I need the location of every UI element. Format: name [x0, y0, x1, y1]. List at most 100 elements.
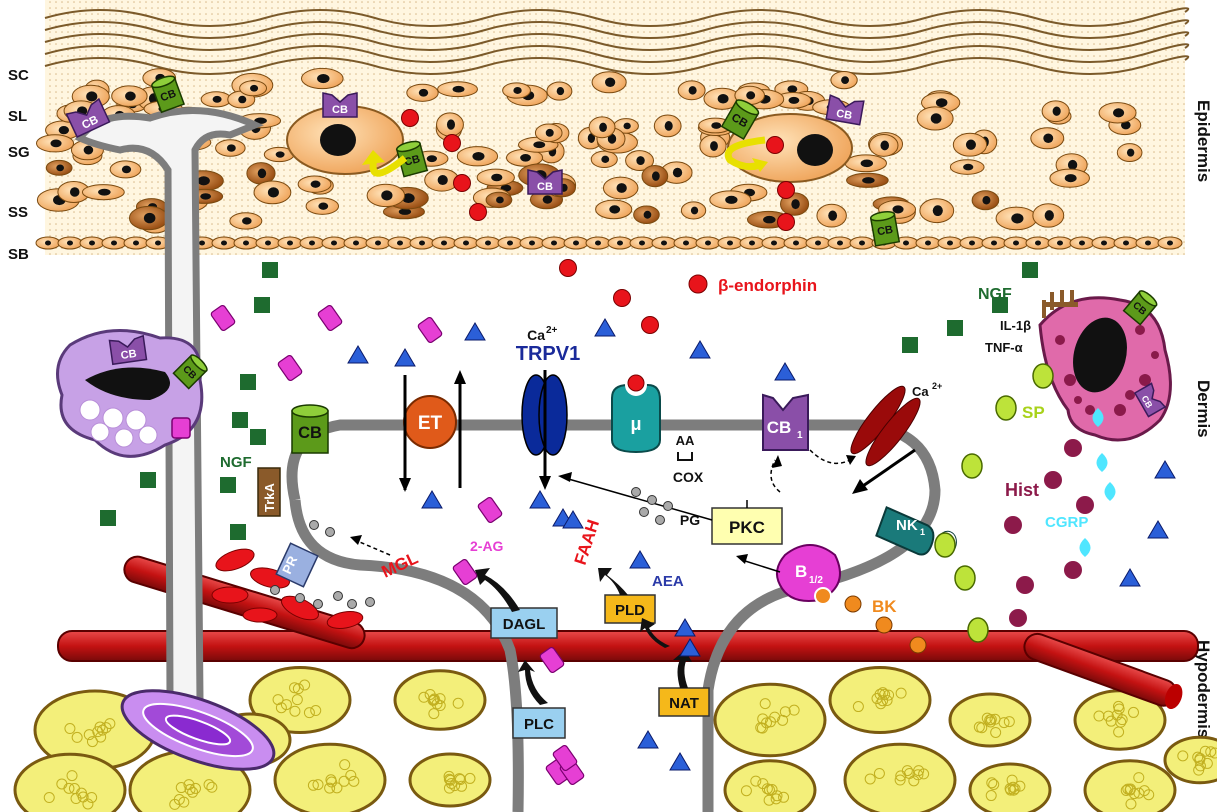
- basal-cell: [586, 237, 610, 249]
- histamine-molecule: [1064, 439, 1082, 457]
- cgrp-label: CGRP: [1045, 514, 1088, 531]
- basal-cell: [806, 237, 830, 249]
- keratinocyte: [254, 181, 291, 204]
- adipocyte: [1165, 737, 1217, 783]
- keratinocyte: [1050, 169, 1090, 187]
- il1b-label: IL-1β: [1000, 318, 1031, 333]
- beta-endorphin-molecule: [454, 175, 471, 192]
- two-ag-molecule: [417, 316, 443, 343]
- keratinocyte: [634, 206, 660, 224]
- anandamide-molecule: [675, 619, 695, 636]
- bradykinin-molecule: [910, 637, 926, 653]
- adipocyte: [1085, 761, 1175, 812]
- basal-cell: [564, 237, 588, 249]
- basal-cell: [938, 237, 962, 249]
- ngf-molecule: [140, 472, 156, 488]
- basal-cell: [234, 237, 258, 249]
- basal-cell: [1092, 237, 1116, 249]
- keratinocyte: [678, 81, 705, 100]
- nk1-sub: 1: [920, 527, 925, 537]
- basal-cell: [762, 237, 786, 249]
- adipocyte: [830, 668, 930, 733]
- prostaglandin-molecule: [314, 600, 323, 609]
- keratinocyte: [831, 71, 857, 88]
- keratinocyte: [438, 82, 478, 97]
- cb2-text: CB: [298, 424, 322, 442]
- keratinocyte: [710, 191, 751, 209]
- basal-cell: [916, 237, 940, 249]
- basal-cell: [212, 237, 236, 249]
- substance-p-molecule: [1033, 364, 1053, 388]
- keratinocyte: [82, 185, 124, 200]
- keratinocyte: [535, 124, 562, 142]
- cb2-receptor: CB: [870, 210, 899, 246]
- keratinocyte: [547, 82, 572, 100]
- basal-cell: [366, 237, 390, 249]
- trpv1-ca-sup: 2+: [546, 325, 558, 336]
- prostaglandin-molecule: [632, 488, 641, 497]
- ngf-molecule: [232, 412, 248, 428]
- trka-label: TrkA: [262, 482, 277, 512]
- substance-p-molecule: [968, 618, 988, 642]
- keratinocyte: [201, 92, 231, 107]
- prostaglandin-molecule: [640, 508, 649, 517]
- cb1-text: CB: [332, 104, 348, 116]
- cb1-neuron-label: CB: [767, 418, 792, 437]
- plc-label: PLC: [524, 716, 554, 733]
- nk1-label: NK: [896, 517, 918, 534]
- keratinocyte: [129, 206, 167, 229]
- sp-label: SP: [1022, 403, 1045, 422]
- pld-box: PLD: [605, 595, 655, 623]
- ngf-molecule: [100, 510, 116, 526]
- keratinocyte: [953, 133, 986, 156]
- keratinocyte: [1042, 101, 1069, 122]
- basal-cell: [124, 237, 148, 249]
- dagl-label: DAGL: [503, 616, 546, 633]
- basal-cell: [410, 237, 434, 249]
- pld-label: PLD: [615, 602, 645, 619]
- bradykinin-molecule: [876, 617, 892, 633]
- adipocyte: [845, 744, 955, 812]
- anandamide-molecule: [630, 551, 650, 568]
- basal-cell: [1070, 237, 1094, 249]
- keratinocyte: [996, 207, 1037, 230]
- beta-endorphin-molecule: [614, 290, 631, 307]
- keratinocyte: [920, 199, 954, 223]
- basal-cell: [630, 237, 654, 249]
- basal-cell: [102, 237, 126, 249]
- keratinocyte: [950, 160, 984, 175]
- adipocyte: [15, 754, 125, 812]
- ngf-molecule: [1022, 262, 1038, 278]
- keratinocyte: [845, 155, 886, 172]
- keratinocyte: [592, 72, 626, 93]
- keratinocyte: [230, 213, 262, 229]
- anandamide-molecule: [348, 346, 368, 363]
- ngf-molecule: [220, 477, 236, 493]
- adipocyte: [715, 684, 825, 756]
- cox-label: COX: [673, 469, 704, 485]
- anandamide-molecule: [422, 491, 442, 508]
- anandamide-molecule: [1120, 569, 1140, 586]
- basal-cell: [498, 237, 522, 249]
- keratinocyte: [642, 165, 668, 186]
- adipocyte: [970, 764, 1050, 812]
- b12-label: B: [795, 562, 807, 581]
- basal-cell: [982, 237, 1006, 249]
- prostaglandin-molecule: [296, 594, 305, 603]
- beta-endorphin-label: β-endorphin: [718, 276, 817, 295]
- basal-cell: [740, 237, 764, 249]
- keratinocyte: [917, 107, 953, 130]
- keratinocyte: [37, 135, 74, 152]
- keratinocyte: [589, 117, 615, 138]
- two-ag-molecule: [210, 304, 236, 331]
- dagl-box: DAGL: [491, 608, 557, 638]
- label-epidermis: Epidermis: [1194, 100, 1213, 182]
- beta-endorphin-molecule: [767, 137, 784, 154]
- tnfa-label: TNF-α: [985, 340, 1023, 355]
- beta-endorphin-molecule: [402, 110, 419, 127]
- basal-cell: [1004, 237, 1028, 249]
- beta-endorphin-molecule: [560, 260, 577, 277]
- two-ag-molecule: [452, 558, 478, 585]
